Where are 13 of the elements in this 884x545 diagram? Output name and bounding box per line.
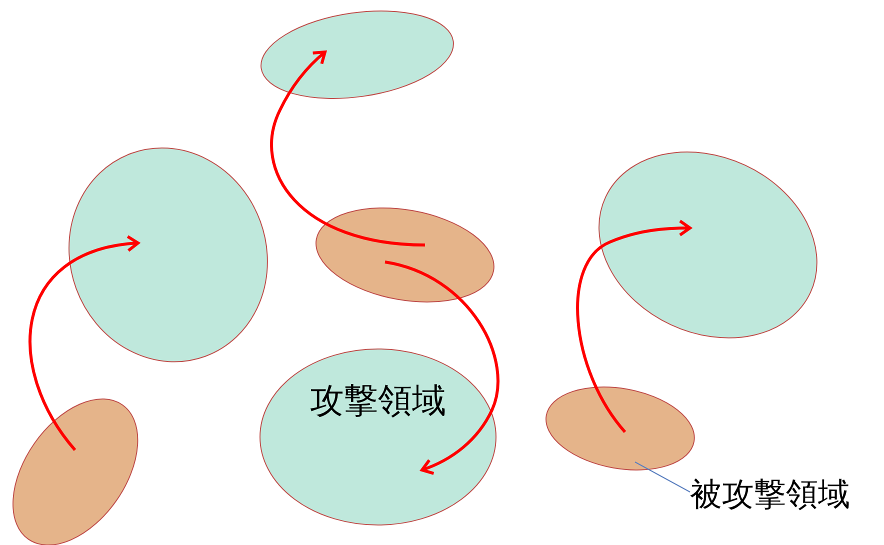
region-ellipse	[316, 208, 494, 302]
region-ellipse	[260, 349, 496, 525]
region-ellipse	[599, 152, 817, 338]
leader-line	[634, 462, 690, 492]
arrow	[270, 50, 426, 246]
region-ellipse	[260, 11, 454, 99]
arrow	[28, 236, 140, 451]
region-ellipse	[68, 148, 268, 362]
region-label: 攻撃領域	[310, 382, 446, 420]
region-ellipse	[546, 386, 694, 470]
arrow	[576, 220, 692, 433]
arrow	[384, 260, 500, 475]
region-label: 被攻撃領域	[690, 475, 850, 514]
